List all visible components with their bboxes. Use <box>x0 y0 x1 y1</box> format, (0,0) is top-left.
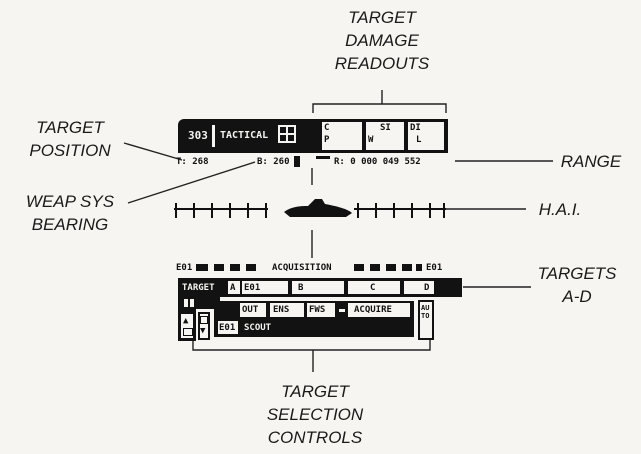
callout-line: POSITION <box>20 139 120 162</box>
targets-a-d-callout: TARGETS A-D <box>532 262 622 308</box>
target-label: TARGET <box>182 283 215 293</box>
acquisition-header: ACQUISITION <box>272 263 332 273</box>
separator-dash <box>339 309 345 312</box>
callout-line: RANGE <box>556 150 626 173</box>
bar-notch <box>184 299 188 307</box>
range-callout: RANGE <box>556 150 626 173</box>
damage-label: W <box>368 135 373 145</box>
range-marker <box>316 156 330 159</box>
target-slot-a[interactable]: A <box>228 281 240 294</box>
target-damage-callout: TARGET DAMAGE READOUTS <box>326 6 438 75</box>
selected-name: SCOUT <box>244 323 271 333</box>
hai-callout: H.A.I. <box>530 198 590 221</box>
box-glyph <box>200 316 208 324</box>
target-slot-label: A <box>230 283 235 293</box>
button-label: ACQUIRE <box>354 305 392 315</box>
scroll-down-button[interactable]: ▼ <box>200 314 208 338</box>
acq-dash <box>402 264 412 271</box>
target-position-leader <box>124 143 182 160</box>
damage-bracket <box>313 104 446 113</box>
box-glyph <box>183 328 193 336</box>
acq-left-code: E01 <box>176 263 192 273</box>
target-slot-d[interactable]: D <box>404 281 434 294</box>
acq-dash <box>416 264 422 271</box>
target-slot-c[interactable]: C <box>348 281 400 294</box>
acq-dash <box>246 264 256 271</box>
divider <box>212 125 215 147</box>
target-position-callout: TARGET POSITION <box>20 116 120 162</box>
target-slot-label: B <box>298 283 303 293</box>
fws-button[interactable]: FWS <box>307 303 335 317</box>
target-slot-label: C <box>370 283 375 293</box>
acq-dash <box>214 264 224 271</box>
selected-code-field[interactable]: E01 <box>218 321 238 334</box>
callout-line: CONTROLS <box>255 426 375 449</box>
callout-line: READOUTS <box>326 52 438 75</box>
callout-line: A-D <box>532 285 622 308</box>
selection-bracket <box>193 340 430 350</box>
target-slot-value: E01 <box>244 283 260 293</box>
ens-button[interactable]: ENS <box>270 303 304 317</box>
damage-cell-c: C P <box>322 122 362 150</box>
acq-dash <box>354 264 364 271</box>
damage-cell-di: DI L <box>408 122 444 150</box>
up-arrow-icon: ▲ <box>183 316 188 326</box>
callout-line: DAMAGE <box>326 29 438 52</box>
target-slot-a-value[interactable]: E01 <box>242 281 288 294</box>
range-readout: R: 0 000 049 552 <box>334 157 421 167</box>
acq-dash <box>230 264 240 271</box>
damage-cell-si: SI W <box>366 122 404 150</box>
weap-sys-bearing-callout: WEAP SYS BEARING <box>10 190 130 236</box>
acq-dash <box>386 264 396 271</box>
button-label: OUT <box>242 305 258 315</box>
target-selection-callout: TARGET SELECTION CONTROLS <box>255 380 375 449</box>
target-slot-label: D <box>424 283 429 293</box>
callout-line: BEARING <box>10 213 130 236</box>
damage-label: P <box>324 135 329 145</box>
acquire-button[interactable]: ACQUIRE <box>348 303 410 317</box>
callout-line: H.A.I. <box>530 198 590 221</box>
bar-notch <box>190 299 194 307</box>
bearing-leader <box>128 162 255 203</box>
scroll-up-button[interactable]: ▲ <box>181 314 193 338</box>
auto-button[interactable]: AUTO <box>420 302 432 338</box>
selected-code: E01 <box>219 323 235 333</box>
bearing-marker <box>294 156 300 167</box>
down-arrow-icon: ▼ <box>200 326 205 336</box>
callout-line: SELECTION <box>255 403 375 426</box>
button-label: FWS <box>309 305 325 315</box>
acq-dash <box>196 264 208 271</box>
submarine-silhouette-icon <box>284 199 352 217</box>
callout-line: WEAP SYS <box>10 190 130 213</box>
damage-label: SI <box>380 123 391 133</box>
damage-label: C <box>324 123 329 133</box>
crosshair-icon[interactable] <box>278 125 296 143</box>
tactical-panel-overlay: 303 TACTICAL C P SI W DI L <box>178 119 448 153</box>
button-label: ENS <box>273 305 289 315</box>
heading-readout: 303 <box>188 131 208 141</box>
acq-dash <box>370 264 380 271</box>
button-label: AUTO <box>421 304 431 320</box>
target-position-readout: T: 268 <box>176 157 209 167</box>
callout-line: TARGETS <box>532 262 622 285</box>
damage-label: DI <box>410 123 421 133</box>
target-slot-b[interactable]: B <box>292 281 344 294</box>
mode-label: TACTICAL <box>220 131 268 141</box>
callout-line: TARGET <box>20 116 120 139</box>
bearing-readout: B: 260 <box>257 157 290 167</box>
damage-label: L <box>416 135 421 145</box>
out-button[interactable]: OUT <box>240 303 266 317</box>
callout-line: TARGET <box>255 380 375 403</box>
acq-right-code: E01 <box>426 263 442 273</box>
callout-line: TARGET <box>326 6 438 29</box>
